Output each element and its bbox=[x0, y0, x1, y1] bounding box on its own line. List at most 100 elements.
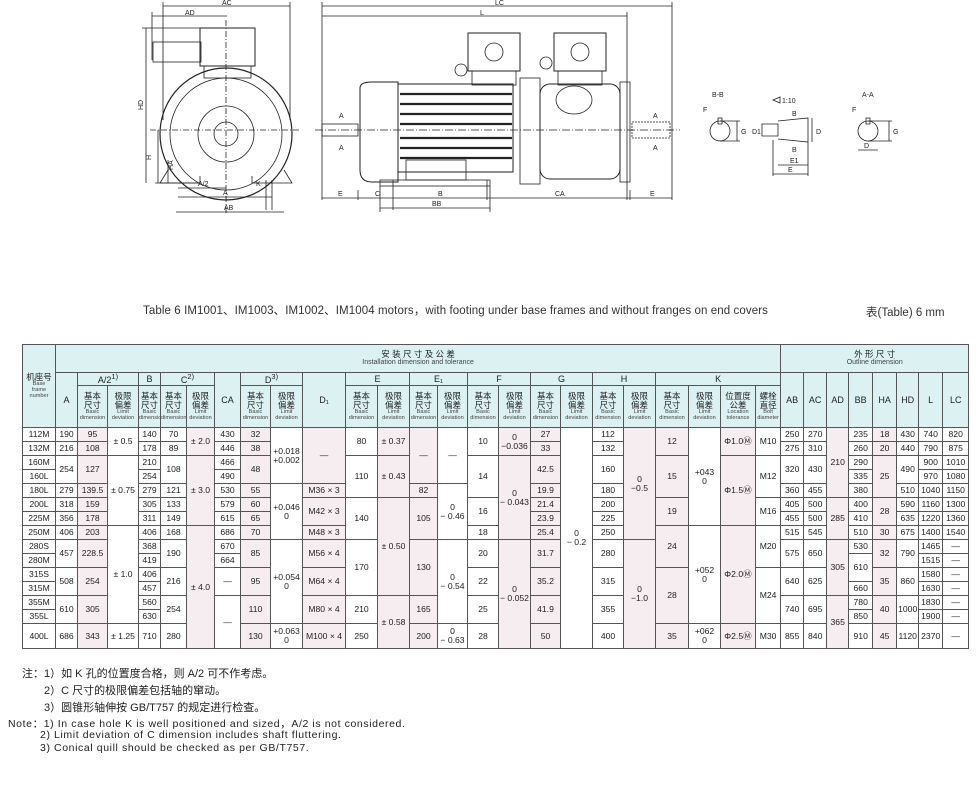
cell-f-basic: 20 bbox=[467, 539, 499, 569]
cell-e-basic: 250 bbox=[345, 623, 378, 650]
cell-l: 1515 bbox=[918, 553, 944, 569]
cell-a: 190 bbox=[55, 427, 78, 443]
cell-bb: 400 bbox=[848, 497, 874, 513]
cell-hd: 440 bbox=[896, 441, 920, 457]
cell-d1: M80 × 4 bbox=[302, 595, 346, 625]
cell-bb: 530 bbox=[848, 539, 874, 555]
cell-ab: 320 bbox=[780, 455, 805, 485]
cell-k-bolt: M30 bbox=[754, 623, 782, 650]
cell-d1: — bbox=[302, 427, 346, 485]
cell-a2-basic: 254 bbox=[77, 567, 108, 597]
cell-f-basic: 10 bbox=[467, 427, 499, 457]
cell-h-dev: 0 −1.0 bbox=[623, 539, 656, 650]
cell-ab: 360 bbox=[780, 483, 805, 499]
note-zh-3: 3）圆锥形轴伸按 GB/T757 的规定进行检查。 bbox=[44, 702, 266, 714]
cell-l: 1160 bbox=[918, 497, 944, 513]
cell-a: 254 bbox=[55, 455, 78, 485]
dim-label-g-aa: G bbox=[893, 129, 898, 136]
cell-bb: 510 bbox=[848, 525, 874, 541]
cell-a2-basic: 343 bbox=[77, 623, 108, 650]
cell-k-basic: 35 bbox=[655, 623, 689, 650]
cell-d-basic: 55 bbox=[240, 483, 271, 499]
header-a-half: A/21) bbox=[77, 371, 139, 387]
cell-c-basic: 70 bbox=[160, 427, 187, 443]
dim-label-e1: E1 bbox=[790, 158, 799, 165]
cell-c-basic: 254 bbox=[160, 595, 187, 625]
cell-l: 1900 bbox=[918, 609, 944, 625]
cell-a: 610 bbox=[55, 595, 78, 625]
cell-ad: 365 bbox=[826, 595, 850, 650]
cell-ha: 28 bbox=[872, 497, 898, 527]
cell-ca: 664 bbox=[214, 553, 241, 569]
cell-f-dev: 0 −0.036 bbox=[498, 427, 531, 457]
cell-a2-dev: ± 0.5 bbox=[107, 427, 139, 457]
cell-e1-basic: 82 bbox=[409, 483, 438, 499]
cell-b: 305 bbox=[138, 497, 161, 513]
cell-c-dev: ± 4.0 bbox=[186, 525, 215, 650]
dim-label-l: L bbox=[480, 10, 484, 17]
cell-a2-basic: 178 bbox=[77, 511, 108, 527]
cell-frame: 160L bbox=[22, 469, 56, 485]
cell-hd: 430 bbox=[896, 427, 920, 443]
cell-a2-dev: ± 1.25 bbox=[107, 623, 139, 650]
cell-c-basic: 168 bbox=[160, 525, 187, 541]
cell-a: 279 bbox=[55, 483, 78, 499]
cell-ha: 25 bbox=[872, 455, 898, 499]
cell-ca: 530 bbox=[214, 483, 241, 499]
cell-k-loc: Φ2.0Ⓜ bbox=[720, 525, 756, 625]
cell-ca: — bbox=[214, 567, 241, 597]
motor-outline-drawings: AC AD HD H HA A/2 A AB K LC L bbox=[138, 0, 898, 215]
cell-lc: 1360 bbox=[942, 511, 970, 527]
header-e1: E₁ bbox=[409, 371, 468, 387]
cell-l: 740 bbox=[918, 427, 944, 443]
cell-d1: M100 × 4 bbox=[302, 623, 346, 650]
cell-k-dev: +062 0 bbox=[688, 623, 721, 650]
cell-g-basic: 41.9 bbox=[530, 595, 561, 625]
shaft-detail-drawings: B-B F G D1 D 1:10 B B E1 E A-A F G D bbox=[703, 92, 898, 176]
cell-bb: 335 bbox=[848, 469, 874, 485]
cell-a: 406 bbox=[55, 525, 78, 541]
cell-c-basic: 121 bbox=[160, 483, 187, 499]
cell-e1-basic: 165 bbox=[409, 595, 438, 625]
cell-k-dev: +052 0 bbox=[688, 525, 721, 625]
cell-c-basic: 216 bbox=[160, 567, 187, 597]
table-caption: Table 6 IM1001、IM1003、IM1002、IM1004 moto… bbox=[143, 305, 769, 317]
cell-hd: 510 bbox=[896, 483, 920, 499]
cell-a2-dev: ± 0.75 bbox=[107, 455, 139, 527]
cell-ca: 615 bbox=[214, 511, 241, 527]
cell-bb: 410 bbox=[848, 511, 874, 527]
cell-e-basic: 170 bbox=[345, 539, 378, 597]
header-l: L bbox=[918, 371, 944, 429]
cell-lc: — bbox=[942, 595, 970, 611]
dim-label-f-bb: F bbox=[703, 107, 707, 114]
header-ac: AC bbox=[803, 371, 828, 429]
cell-l: 1465 bbox=[918, 539, 944, 555]
cell-g-basic: 23.9 bbox=[530, 511, 561, 527]
header-h: H bbox=[592, 371, 656, 387]
header-bb: BB bbox=[848, 371, 874, 429]
cell-d-dev: +0.054 0 bbox=[270, 539, 303, 625]
cell-c-basic: 108 bbox=[160, 455, 187, 485]
cell-ac: 270 bbox=[803, 427, 828, 443]
header-b: B bbox=[138, 371, 161, 387]
cell-hd: 790 bbox=[896, 539, 920, 569]
cell-d-dev: +0.018 +0.002 bbox=[270, 427, 303, 485]
cell-lc: — bbox=[942, 539, 970, 555]
cell-g-dev: 0 − 0.2 bbox=[560, 427, 593, 650]
cell-b: 368 bbox=[138, 539, 161, 555]
cell-bb: 290 bbox=[848, 455, 874, 471]
note-en-3: 3) Conical quill should be checked as pe… bbox=[40, 742, 310, 754]
cell-ha: 40 bbox=[872, 595, 898, 625]
note-zh-1: 注：1）如 K 孔的位置度合格，则 A/2 可不作考虑。 bbox=[22, 668, 274, 680]
header-ha: HA bbox=[872, 371, 898, 429]
cell-k-dev: +043 0 bbox=[688, 427, 721, 527]
